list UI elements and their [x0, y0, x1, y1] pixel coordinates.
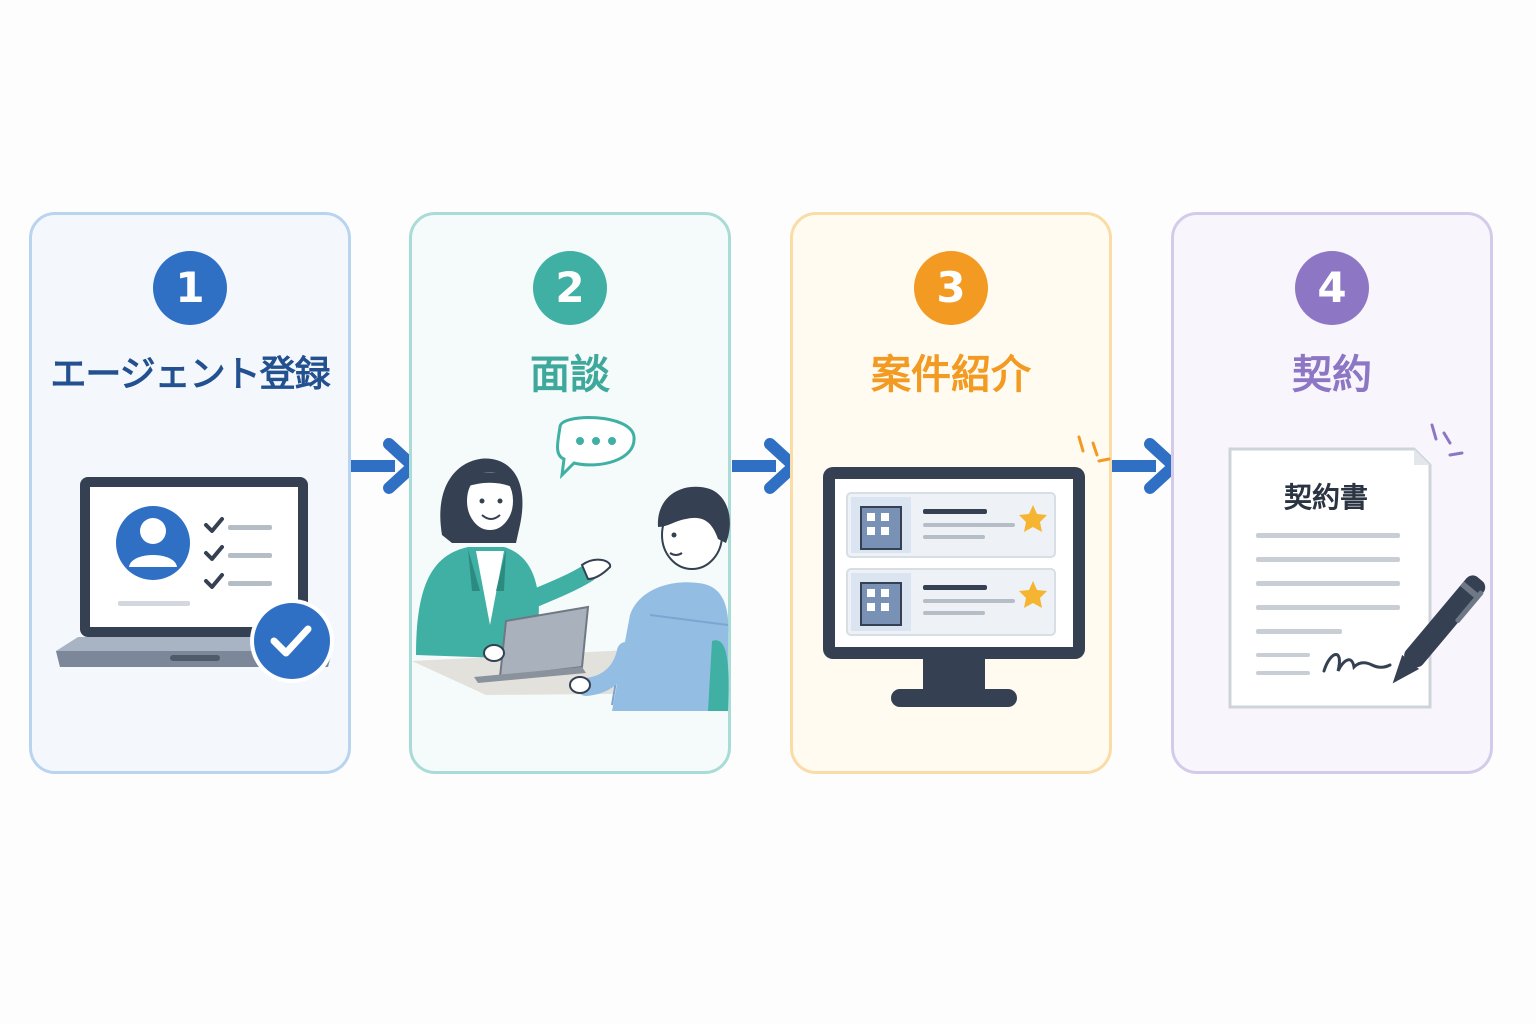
- step-card-contract: 4 契約 契約書: [1171, 212, 1493, 774]
- laptop-registration-icon: [56, 477, 334, 683]
- step-title: 契約: [1292, 352, 1372, 398]
- step-card-registration: 1 エージェント登録: [29, 212, 351, 774]
- step-title: エージェント登録: [50, 354, 330, 395]
- step-number-badge: 4: [1295, 251, 1369, 325]
- step-number-badge: 2: [533, 251, 607, 325]
- arrow-right-icon: [1112, 438, 1180, 494]
- job-listing-monitor-icon: [823, 435, 1111, 707]
- contract-signing-icon: 契約書: [1228, 423, 1486, 709]
- step-number-badge: 1: [153, 251, 227, 325]
- step-title: 案件紹介: [871, 352, 1031, 398]
- step-card-job-introduction: 3 案件紹介: [790, 212, 1112, 774]
- step-card-interview: 2 面談: [409, 212, 731, 774]
- interview-meeting-icon: [412, 416, 730, 711]
- step-number-badge: 3: [914, 251, 988, 325]
- contract-document-heading: 契約書: [1284, 481, 1368, 514]
- step-title: 面談: [530, 352, 610, 398]
